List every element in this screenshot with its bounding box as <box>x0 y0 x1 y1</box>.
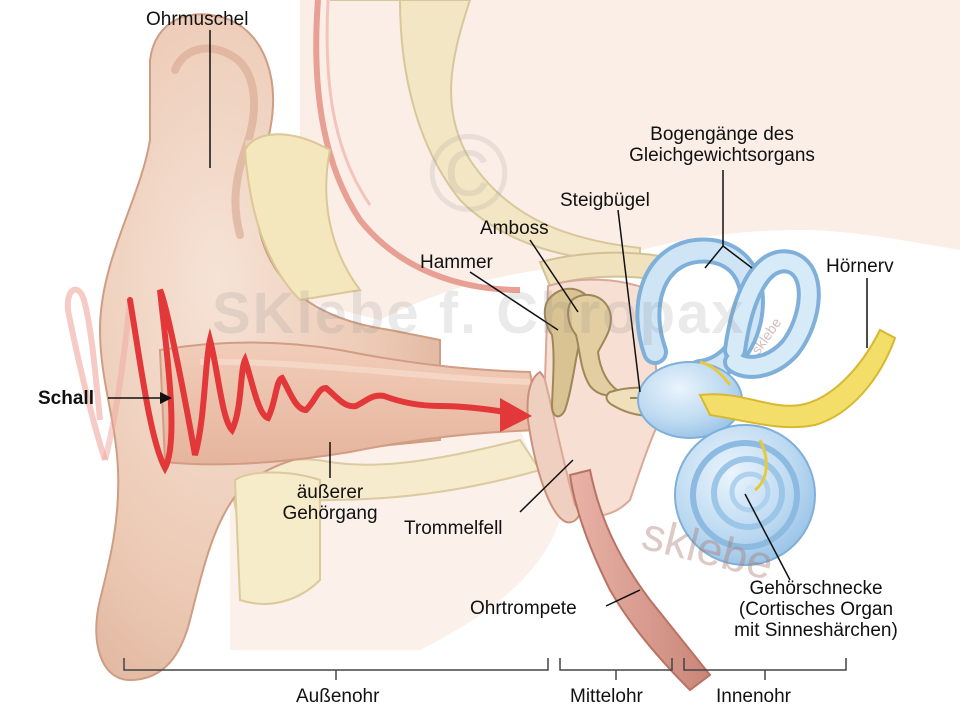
label-gehoerschnecke-line2: (Cortisches Organ <box>738 599 894 620</box>
copyright-watermark: © <box>428 112 510 235</box>
label-hammer: Hammer <box>420 252 493 273</box>
helix-fold <box>171 44 259 239</box>
label-schall: Schall <box>38 388 94 409</box>
label-steigbuegel: Steigbügel <box>560 190 650 211</box>
label-ohrmuschel: Ohrmuschel <box>146 9 249 30</box>
main-watermark: SKlebe f. Chropax <box>212 281 746 346</box>
label-trommelfell: Trommelfell <box>404 518 503 539</box>
region-aussenohr: Außenohr <box>296 686 380 707</box>
region-mittelohr: Mittelohr <box>570 686 643 707</box>
region-brackets <box>123 658 847 680</box>
label-aeusserer-line2: Gehörgang <box>282 503 378 524</box>
cartilage-upper <box>243 133 362 302</box>
label-gehoerschnecke-line3: mit Sinneshärchen) <box>734 620 898 641</box>
sound-arrowhead <box>500 398 532 432</box>
label-bogengaenge-line1: Bogengänge des <box>650 124 794 145</box>
label-bogengaenge-line2: Gleichgewichtsorgans <box>629 145 815 166</box>
cartilage-lower <box>233 471 321 605</box>
label-amboss: Amboss <box>480 218 549 239</box>
sound-wave <box>127 288 508 475</box>
label-gehoerschnecke-line1: Gehörschnecke <box>749 578 883 599</box>
auditory-nerve <box>698 328 897 429</box>
label-bogengaenge: Bogengänge des Gleichgewichtsorgans <box>596 124 848 166</box>
label-gehoerschnecke: Gehörschnecke (Cortisches Organ mit Sinn… <box>708 578 924 641</box>
label-aeusserer-gehoergang: äußerer Gehörgang <box>268 482 392 524</box>
sound-wave-outer <box>64 286 108 461</box>
label-aeusserer-line1: äußerer <box>296 482 364 503</box>
head-tissue <box>300 0 960 320</box>
region-innenohr: Innenohr <box>716 686 792 707</box>
label-hoernerv: Hörnerv <box>826 256 894 277</box>
eustachian-tube <box>568 468 712 692</box>
label-ohrtrompete: Ohrtrompete <box>470 598 577 619</box>
